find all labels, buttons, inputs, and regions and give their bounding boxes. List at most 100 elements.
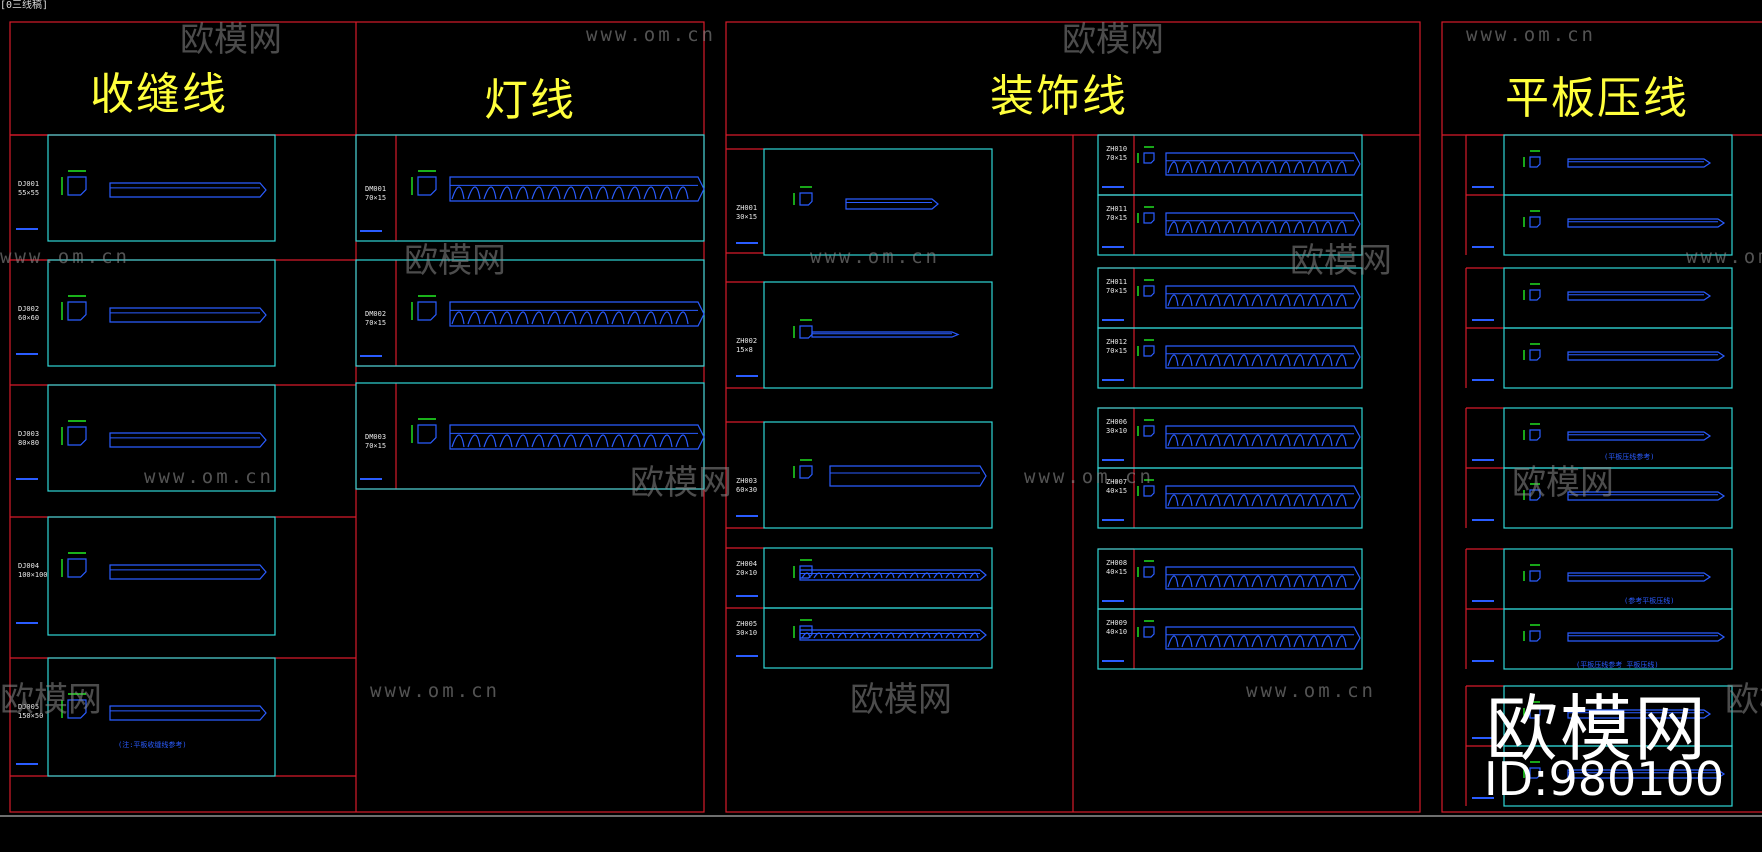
part-box xyxy=(47,259,276,367)
profile-section xyxy=(1529,429,1541,441)
molding-strip xyxy=(109,564,267,580)
ornament xyxy=(1265,294,1277,307)
profile-section xyxy=(1529,570,1541,582)
part-box xyxy=(763,607,993,669)
ornament xyxy=(1279,635,1291,648)
ornament xyxy=(515,434,529,448)
part-label-dj001: DJ001 55×55 xyxy=(18,180,40,197)
ornament xyxy=(1195,494,1207,507)
watermark-url: www.om.cn xyxy=(1466,24,1596,46)
ornament xyxy=(1321,434,1333,447)
ornament xyxy=(1293,434,1305,447)
watermark-url: www.om.cn xyxy=(810,246,940,268)
ornament xyxy=(1209,635,1221,648)
part-label-zh011: ZH011 70×15 xyxy=(1106,278,1128,295)
watermark-url: www.om.cn xyxy=(1686,246,1762,268)
ornament xyxy=(1321,494,1333,507)
ornament xyxy=(1181,161,1193,174)
ornament xyxy=(611,186,625,200)
ornament xyxy=(1209,434,1221,447)
molding-strip xyxy=(109,182,267,198)
profile-section xyxy=(799,565,813,579)
ornament xyxy=(579,311,593,325)
watermark-brand: 欧模网 xyxy=(850,680,952,720)
ornament xyxy=(1237,161,1249,174)
ornament xyxy=(1181,434,1193,447)
ornament xyxy=(1335,575,1347,588)
watermark-url: www.om.cn xyxy=(586,24,716,46)
ornament xyxy=(595,186,609,200)
profile-section xyxy=(1143,566,1155,578)
ornament xyxy=(813,572,823,579)
ornamental-strip xyxy=(1165,626,1361,650)
watermark-brand: 欧模网 xyxy=(0,680,102,720)
ornament xyxy=(1335,221,1347,234)
ornament xyxy=(1209,161,1221,174)
part-box xyxy=(1097,407,1363,469)
ornament xyxy=(675,186,689,200)
profile-section xyxy=(799,192,813,206)
ornament xyxy=(837,632,847,639)
section-title-shoufengxian: 收缝线 xyxy=(90,69,228,120)
watermark-brand: 欧模网 xyxy=(1062,20,1164,60)
ornament xyxy=(849,572,859,579)
part-box xyxy=(47,384,276,492)
ornament xyxy=(611,311,625,325)
ornament xyxy=(1293,294,1305,307)
ornament xyxy=(1237,575,1249,588)
ornament xyxy=(837,572,847,579)
ornamental-strip xyxy=(1165,152,1361,176)
ornament xyxy=(873,632,883,639)
ornament xyxy=(595,311,609,325)
profile-section xyxy=(1143,425,1155,437)
ornament xyxy=(1209,494,1221,507)
ornament xyxy=(531,311,545,325)
ornament xyxy=(499,311,513,325)
ornament xyxy=(1251,635,1263,648)
part-box xyxy=(763,281,993,389)
ornament xyxy=(957,632,967,639)
profile-section xyxy=(799,625,813,639)
part-label-zh003: ZH003 60×30 xyxy=(736,477,758,494)
ornament xyxy=(1237,294,1249,307)
profile-section xyxy=(1529,349,1541,361)
part-box xyxy=(1503,194,1733,256)
ornament xyxy=(1307,354,1319,367)
ornament xyxy=(547,311,561,325)
ornament xyxy=(933,632,943,639)
ornament xyxy=(801,572,811,579)
ornament xyxy=(1321,294,1333,307)
ornament xyxy=(1335,635,1347,648)
part-label-dj002: DJ002 60×60 xyxy=(18,305,40,322)
molding-strip xyxy=(1567,158,1712,168)
ornament xyxy=(1209,575,1221,588)
ornament xyxy=(1279,434,1291,447)
ornament xyxy=(1167,221,1179,234)
molding-strip xyxy=(1567,572,1712,582)
part-box xyxy=(763,421,993,529)
ornament xyxy=(1279,161,1291,174)
molding-strip xyxy=(1567,218,1726,228)
profile-section xyxy=(799,325,813,339)
ornament xyxy=(563,434,577,448)
ornamental-strip xyxy=(1165,212,1361,236)
ornament xyxy=(467,186,481,200)
ornament xyxy=(1279,294,1291,307)
part-box xyxy=(1503,745,1733,807)
ornament xyxy=(627,311,641,325)
profile-section xyxy=(1529,156,1541,168)
ornament xyxy=(897,632,907,639)
ornament xyxy=(467,434,481,448)
ornament xyxy=(1307,161,1319,174)
ornament xyxy=(451,186,465,200)
ornament xyxy=(1195,434,1207,447)
ornament xyxy=(531,434,545,448)
ornament xyxy=(1265,354,1277,367)
window-title: [0三线稿] xyxy=(0,0,49,11)
watermark-url: www.om.cn xyxy=(144,466,274,488)
ornament xyxy=(1195,221,1207,234)
ornament xyxy=(675,311,689,325)
ornament xyxy=(1307,294,1319,307)
ornament xyxy=(1181,221,1193,234)
